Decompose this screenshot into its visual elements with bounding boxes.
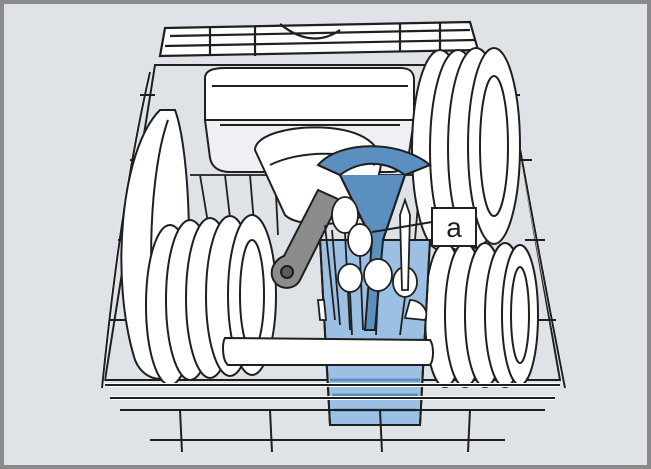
plates-front-right: [424, 242, 539, 388]
plates-back-right: [411, 47, 521, 251]
cutlery-items: [317, 196, 428, 336]
callout-a: a: [371, 207, 477, 247]
plates-front-left: [145, 214, 277, 386]
callout-label: a: [446, 212, 462, 243]
front-tray: [222, 336, 434, 366]
cutlery-basket-handle: [316, 145, 432, 331]
basket-top-handle: [158, 20, 480, 58]
serving-utensil: [270, 188, 342, 289]
basket-bottom-rails: [105, 383, 560, 453]
callout-box-icon: [431, 207, 477, 247]
